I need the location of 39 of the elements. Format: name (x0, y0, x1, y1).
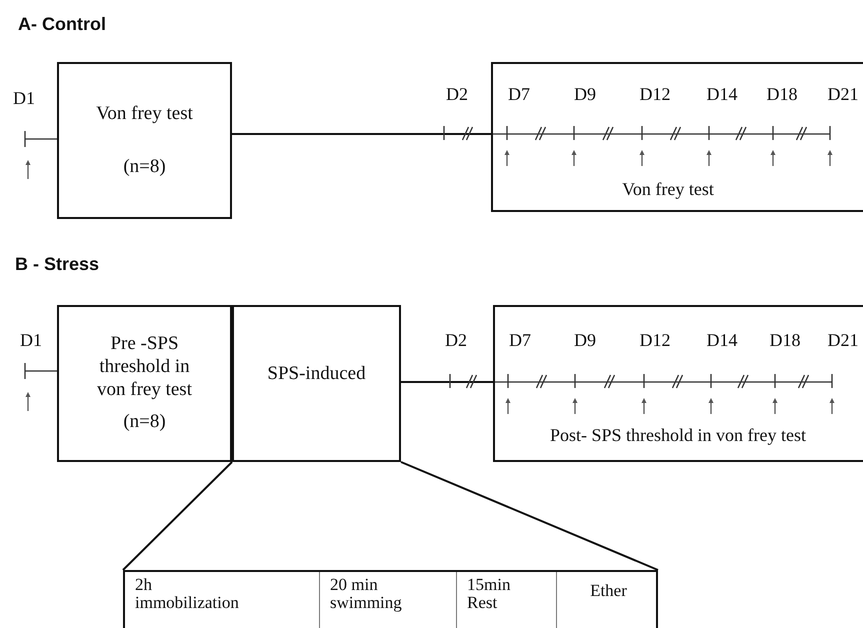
day-label: D21 (828, 84, 858, 105)
connector-line (232, 133, 491, 135)
process-box (57, 62, 232, 219)
timeline-box (491, 62, 863, 212)
day-label: D2 (445, 330, 467, 351)
panel-heading: B - Stress (15, 254, 100, 275)
day-label: D7 (508, 84, 530, 105)
box-text: 15min Rest (467, 576, 512, 612)
day-label: D9 (574, 84, 596, 105)
day-label: D12 (640, 330, 670, 351)
box-text: Von frey test (96, 102, 193, 126)
box-text: SPS-induced (267, 363, 366, 386)
box-text: Pre -SPS threshold in von frey test (96, 332, 193, 402)
box-text: Ether (590, 582, 627, 600)
procedure-table (123, 570, 658, 628)
process-box (57, 305, 232, 462)
day-label: D18 (766, 84, 798, 105)
sample-size-text: (n=8) (123, 411, 166, 434)
panel-heading: A- Control (18, 14, 106, 35)
connector-line (122, 461, 233, 571)
connector-line (400, 461, 658, 571)
day-label: D9 (574, 330, 596, 351)
day-label: D12 (640, 84, 670, 105)
day-label: D14 (706, 330, 738, 351)
sample-size-text: (n=8) (123, 156, 166, 178)
day-label: D18 (770, 330, 800, 351)
day-label: D21 (828, 330, 858, 351)
box-text: 2h immobilization (135, 576, 240, 612)
day-label: D14 (706, 84, 738, 105)
process-box (232, 305, 401, 462)
day-label: D1 (13, 88, 35, 109)
connector-line (401, 381, 493, 383)
box-text: Post- SPS threshold in von frey test (548, 425, 807, 447)
box-text: Von frey test (621, 179, 715, 201)
day-label: D7 (509, 330, 531, 351)
box-text: 20 min swimming (330, 576, 403, 612)
day-label: D2 (446, 84, 468, 105)
timeline-box (493, 305, 863, 462)
day-label: D1 (20, 330, 42, 351)
